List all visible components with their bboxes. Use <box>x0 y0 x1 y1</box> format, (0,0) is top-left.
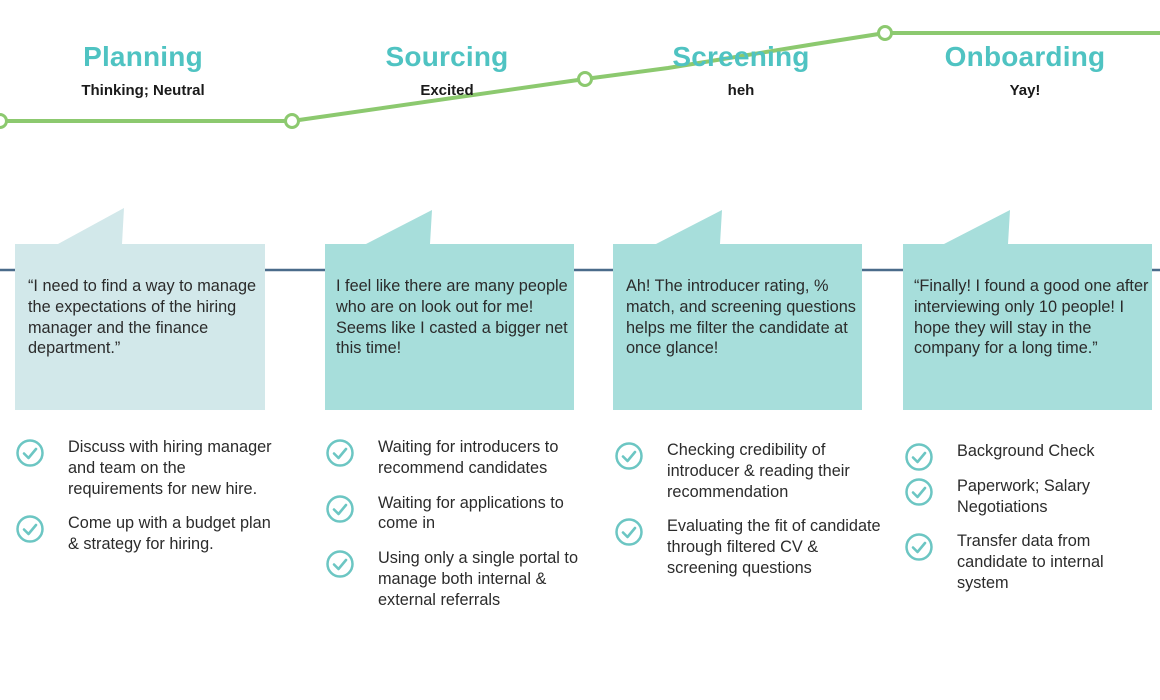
stage-quote: I feel like there are many people who ar… <box>336 277 568 358</box>
stage-title: Sourcing <box>385 41 509 72</box>
check-circle-icon <box>905 533 933 562</box>
quote-bubble-sourcing <box>325 210 574 410</box>
task-list: Waiting for introducers to recommend can… <box>324 437 592 625</box>
check-circle-icon <box>905 443 933 471</box>
task-list: Background Check Paperwork; Salary Negot… <box>903 441 1153 608</box>
stage-title: Planning <box>83 41 203 72</box>
task-text: Using only a single portal to manage bot… <box>378 549 579 609</box>
stage-title: Onboarding <box>944 41 1106 72</box>
stage-screening: Screening heh Ah! The introducer rating,… <box>596 0 886 700</box>
journey-point-onboarding <box>877 25 893 41</box>
task-item: Come up with a budget plan & strategy fo… <box>14 513 282 555</box>
stage-quote: Ah! The introducer rating, % match, and … <box>626 277 856 358</box>
task-item: Checking credibility of introducer & rea… <box>613 440 881 502</box>
task-text: Come up with a budget plan & strategy fo… <box>68 514 271 554</box>
task-item: Waiting for introducers to recommend can… <box>324 437 592 479</box>
check-circle-icon <box>615 442 643 470</box>
check-circle-icon <box>905 478 933 506</box>
journey-point-sourcing <box>284 113 300 129</box>
check-circle-icon <box>326 494 354 523</box>
quote-bubble-screening <box>613 210 862 410</box>
task-item: Discuss with hiring manager and team on … <box>14 437 282 499</box>
task-text: Paperwork; Salary Negotiations <box>957 476 1091 516</box>
task-list: Discuss with hiring manager and team on … <box>14 437 282 569</box>
check-circle-icon <box>615 518 643 547</box>
stage-sourcing: Sourcing Excited I feel like there are m… <box>302 0 592 700</box>
stage-emotion: Excited <box>420 82 474 99</box>
task-item: Background Check <box>903 441 1153 471</box>
stage-emotion: Thinking; Neutral <box>81 82 205 99</box>
task-text: Background Check <box>957 442 1095 460</box>
journey-point-screening <box>577 71 593 87</box>
check-circle-icon <box>326 550 354 578</box>
stage-onboarding: Onboarding Yay! “Finally! I found a good… <box>890 0 1160 700</box>
task-text: Transfer data from candidate to internal… <box>957 532 1104 592</box>
task-item: Using only a single portal to manage bot… <box>324 548 592 610</box>
quote-bubble-planning <box>15 208 265 410</box>
stage-title: Screening <box>672 41 810 72</box>
task-list: Checking credibility of introducer & rea… <box>613 440 881 593</box>
stage-planning: Planning Thinking; Neutral “I need to fi… <box>0 0 290 700</box>
check-circle-icon <box>326 439 354 467</box>
task-text: Waiting for introducers to recommend can… <box>378 438 559 477</box>
stage-quote: “I need to find a way to manage the expe… <box>28 277 257 358</box>
stage-emotion: Yay! <box>1009 82 1041 99</box>
check-circle-icon <box>16 439 44 467</box>
task-text: Discuss with hiring manager and team on … <box>68 438 272 498</box>
task-text: Waiting for applications to come in <box>378 493 564 533</box>
task-text: Checking credibility of introducer & rea… <box>667 441 850 501</box>
task-item: Evaluating the fit of candidate through … <box>613 516 881 578</box>
journey-point-start <box>0 113 8 129</box>
stage-quote: “Finally! I found a good one after inter… <box>914 277 1149 358</box>
task-text: Evaluating the fit of candidate through … <box>667 517 881 577</box>
task-item: Paperwork; Salary Negotiations <box>903 476 1153 518</box>
check-circle-icon <box>16 515 44 544</box>
quote-bubble-onboarding <box>903 210 1152 410</box>
task-item: Waiting for applications to come in <box>324 493 592 535</box>
stage-emotion: heh <box>727 82 755 99</box>
task-item: Transfer data from candidate to internal… <box>903 531 1153 593</box>
